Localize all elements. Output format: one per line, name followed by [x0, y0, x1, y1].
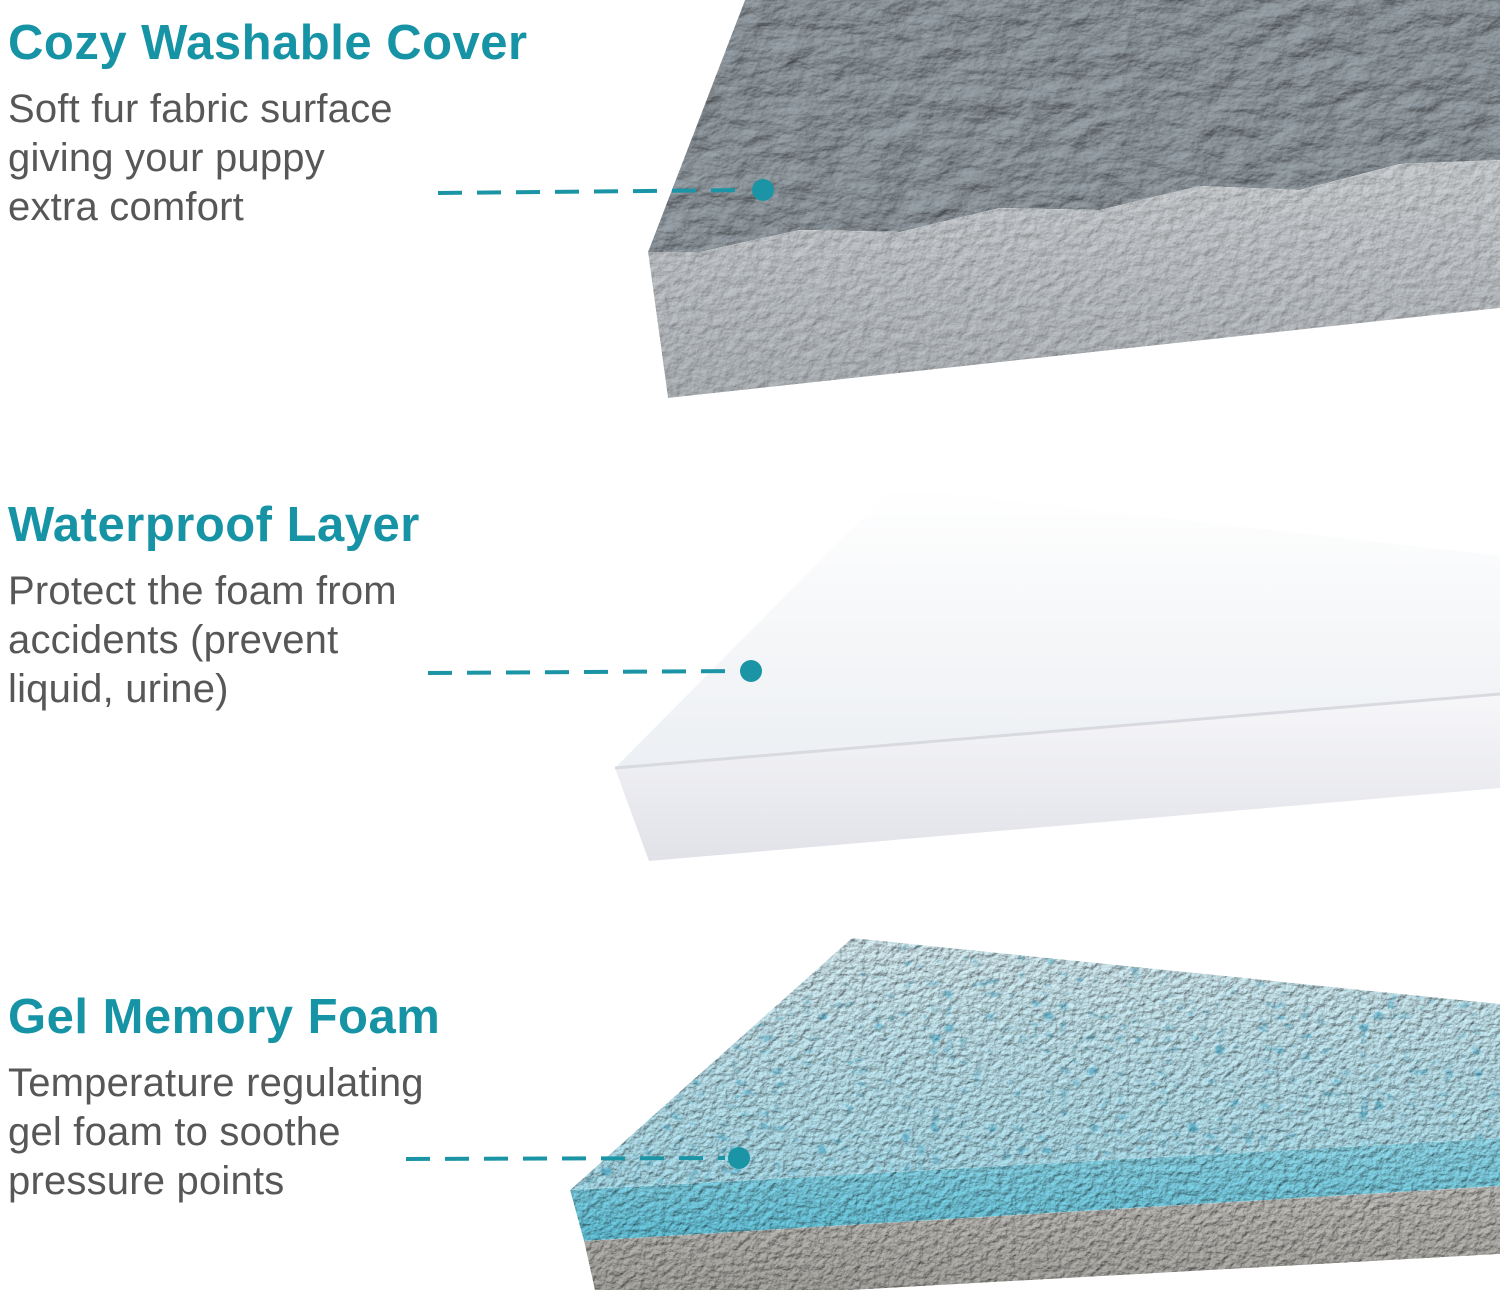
gel-foam-front-band [570, 1138, 1500, 1241]
waterproof-top-surface [615, 487, 1500, 768]
waterproof-desc-line-1: Protect the foam from [8, 569, 397, 614]
section-waterproof-layer: Waterproof Layer Protect the foam from a… [8, 498, 420, 714]
foam-desc-line-1: Temperature regulating [8, 1061, 424, 1106]
cover-desc-line-1: Soft fur fabric surface [8, 87, 393, 132]
leader-dash-foam [405, 1156, 726, 1161]
leader-dot-waterproof [740, 660, 762, 682]
leader-dash-cover [437, 188, 749, 195]
leader-line-foam [405, 1147, 750, 1169]
leader-line-waterproof [427, 660, 762, 682]
gel-foam-top-speckles [570, 938, 1500, 1190]
gel-foam-layer-graphic [570, 938, 1500, 1290]
section-cozy-washable-cover: Cozy Washable Cover Soft fur fabric surf… [8, 16, 528, 232]
waterproof-front-face [615, 694, 1500, 861]
leader-dash-waterproof [427, 669, 738, 675]
waterproof-desc-line-3: liquid, urine) [8, 667, 229, 712]
cover-heading: Cozy Washable Cover [8, 16, 528, 70]
leader-dot-cover [752, 179, 774, 201]
fur-cover-top-surface [648, 0, 1500, 252]
leader-dot-foam [728, 1147, 750, 1169]
foam-heading: Gel Memory Foam [8, 990, 441, 1044]
cover-desc-line-2: giving your puppy [8, 136, 325, 181]
foam-desc-line-3: pressure points [8, 1159, 285, 1204]
waterproof-layer-graphic [614, 487, 1500, 861]
foam-base-front-band [584, 1186, 1500, 1290]
leader-line-cover [437, 179, 774, 201]
waterproof-heading: Waterproof Layer [8, 498, 420, 552]
waterproof-desc-line-2: accidents (prevent [8, 618, 339, 663]
section-gel-memory-foam: Gel Memory Foam Temperature regulating g… [8, 990, 441, 1206]
cover-desc-line-3: extra comfort [8, 185, 244, 230]
fur-cover-front-face [648, 160, 1500, 398]
waterproof-edge-seam [614, 692, 1500, 770]
fur-cover-layer-graphic [648, 0, 1500, 398]
foam-desc-line-2: gel foam to soothe [8, 1110, 341, 1155]
